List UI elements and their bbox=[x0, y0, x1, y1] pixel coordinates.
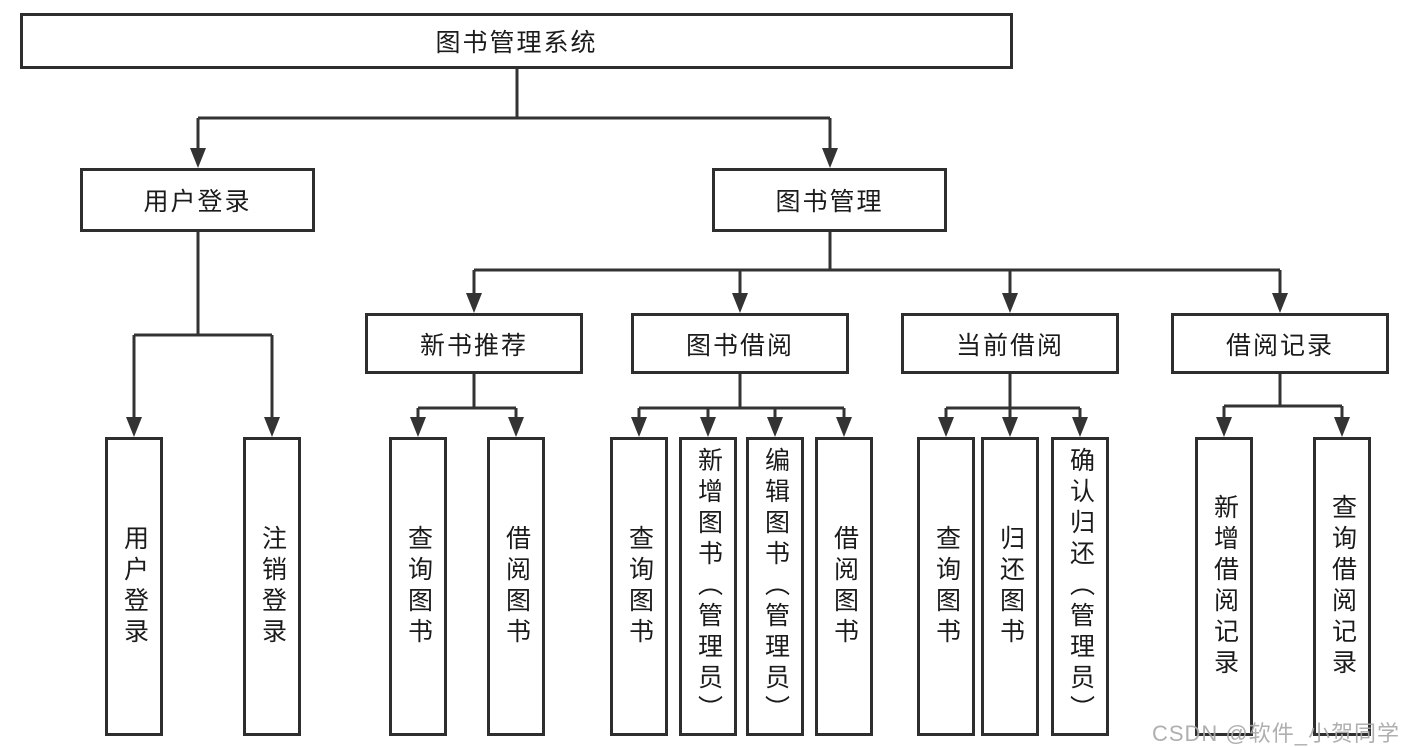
leaf-query-books-borrowing-label: 查询图书 bbox=[625, 524, 654, 649]
leaf-add-books-admin: 新增图书（管理员） bbox=[679, 437, 737, 736]
leaf-borrow-books-borrowing: 借阅图书 bbox=[815, 437, 873, 736]
leaf-borrow-books-recommend-label: 借阅图书 bbox=[502, 524, 531, 649]
leaf-edit-books-admin-label: 编辑图书（管理员） bbox=[761, 447, 790, 726]
leaf-borrow-books-borrowing-label: 借阅图书 bbox=[830, 524, 859, 649]
node-new-book-recommend: 新书推荐 bbox=[365, 313, 583, 374]
leaf-user-login: 用户登录 bbox=[105, 437, 163, 736]
node-user-login: 用户登录 bbox=[80, 168, 315, 232]
leaf-confirm-return-admin: 确认归还（管理员） bbox=[1051, 437, 1109, 736]
leaf-query-books-recommend-label: 查询图书 bbox=[404, 524, 433, 649]
node-book-borrowing: 图书借阅 bbox=[631, 313, 849, 374]
leaf-user-login-label: 用户登录 bbox=[120, 524, 149, 649]
node-book-management: 图书管理 bbox=[712, 168, 947, 232]
leaf-query-books-recommend: 查询图书 bbox=[389, 437, 447, 736]
node-current-borrowing: 当前借阅 bbox=[901, 313, 1119, 374]
leaf-add-books-admin-label: 新增图书（管理员） bbox=[694, 447, 723, 726]
leaf-return-books-label: 归还图书 bbox=[996, 524, 1025, 649]
node-library-system: 图书管理系统 bbox=[20, 13, 1013, 69]
leaf-confirm-return-admin-label: 确认归还（管理员） bbox=[1066, 447, 1095, 726]
leaf-edit-books-admin: 编辑图书（管理员） bbox=[746, 437, 804, 736]
leaf-return-books: 归还图书 bbox=[981, 437, 1039, 736]
leaf-query-books-current: 查询图书 bbox=[917, 437, 975, 736]
leaf-query-borrow-record: 查询借阅记录 bbox=[1313, 437, 1371, 736]
leaf-logout-login-label: 注销登录 bbox=[258, 524, 287, 649]
watermark-text: CSDN @软件_小贺同学 bbox=[1151, 721, 1400, 746]
leaf-add-borrow-record: 新增借阅记录 bbox=[1195, 437, 1253, 736]
leaf-logout-login: 注销登录 bbox=[243, 437, 301, 736]
node-borrowing-records: 借阅记录 bbox=[1171, 313, 1389, 374]
leaf-query-books-current-label: 查询图书 bbox=[932, 524, 961, 649]
leaf-borrow-books-recommend: 借阅图书 bbox=[487, 437, 545, 736]
leaf-add-borrow-record-label: 新增借阅记录 bbox=[1210, 493, 1239, 680]
leaf-query-books-borrowing: 查询图书 bbox=[610, 437, 668, 736]
leaf-query-borrow-record-label: 查询借阅记录 bbox=[1328, 493, 1357, 680]
